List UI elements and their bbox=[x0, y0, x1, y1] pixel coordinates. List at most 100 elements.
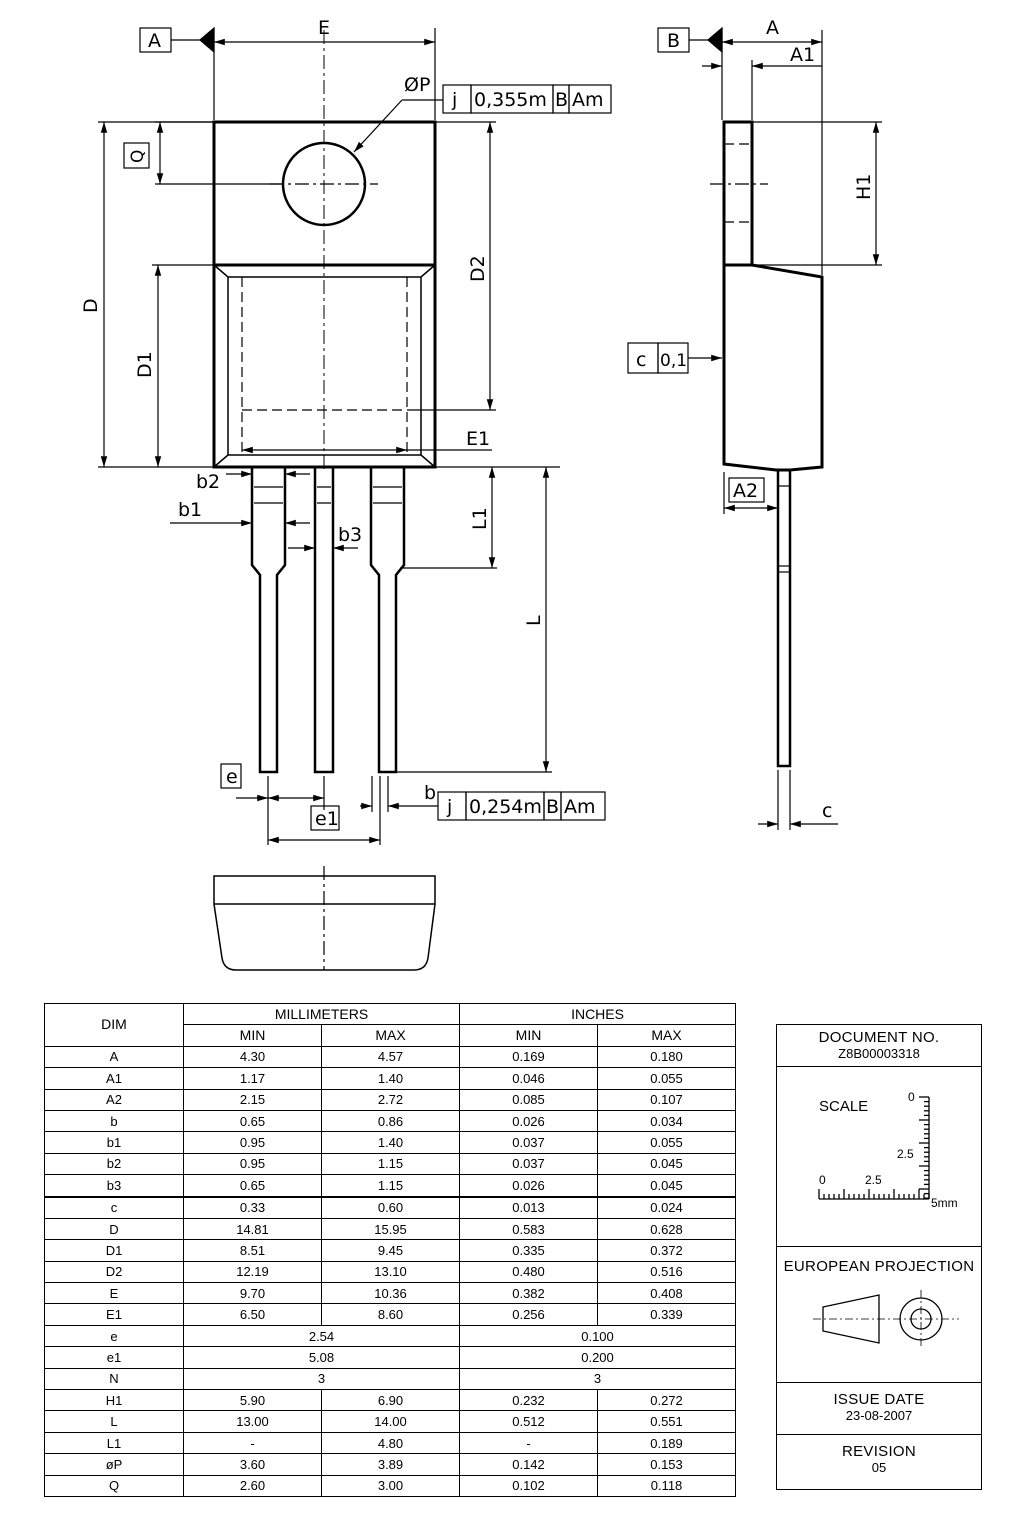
cell-dim-name: Q bbox=[44, 1474, 184, 1497]
dim-e-label: E bbox=[318, 17, 330, 39]
cell-dim-name: D1 bbox=[44, 1239, 184, 1262]
hole-tol-ref2: Am bbox=[572, 89, 604, 111]
cell-in-min: 0.512 bbox=[459, 1410, 599, 1433]
cell-dim-name: b1 bbox=[44, 1131, 184, 1154]
datum-b-text: B bbox=[667, 30, 680, 52]
hole-tol-ref1: B bbox=[555, 89, 568, 111]
cell-mm-max: 4.80 bbox=[320, 1431, 461, 1455]
cell-in-min: 0.335 bbox=[459, 1239, 599, 1262]
cell-in-max: 0.118 bbox=[597, 1474, 737, 1497]
cell-in-max: 0.551 bbox=[597, 1410, 737, 1433]
cell-in-min: 0.013 bbox=[459, 1196, 599, 1219]
cell-mm-min: 5.08 bbox=[182, 1346, 461, 1369]
cell-mm-min: 4.30 bbox=[183, 1045, 322, 1069]
cell-in-min: 0.026 bbox=[459, 1174, 599, 1198]
cell-mm-max: 3.00 bbox=[320, 1474, 461, 1497]
dim-a-label: A bbox=[766, 17, 779, 39]
cell-in-max: 0.339 bbox=[597, 1303, 737, 1326]
label-e1-box bbox=[310, 805, 340, 831]
cell-dim-name: H1 bbox=[44, 1389, 184, 1412]
cell-in-min: 0.100 bbox=[459, 1324, 737, 1348]
header-inches: INCHES bbox=[459, 1002, 737, 1026]
cell-mm-max: 4.57 bbox=[320, 1045, 461, 1069]
cell-in-min: 0.037 bbox=[459, 1131, 599, 1154]
table-row: L1-4.80-0.189 bbox=[44, 1431, 737, 1455]
cell-in-min: 0.037 bbox=[459, 1152, 599, 1176]
cell-in-max: 0.516 bbox=[597, 1260, 737, 1284]
cell-dim-name: L bbox=[44, 1410, 184, 1433]
dim-d1-label: D1 bbox=[134, 351, 156, 378]
cell-mm-max: 10.36 bbox=[320, 1282, 461, 1305]
projection-label: EUROPEAN PROJECTION bbox=[783, 1258, 975, 1275]
cell-mm-min: 9.70 bbox=[183, 1282, 322, 1305]
cell-dim-name: E bbox=[44, 1282, 184, 1305]
label-e-box bbox=[220, 763, 242, 789]
cell-in-max: 0.408 bbox=[597, 1282, 737, 1305]
cell-mm-max: 0.86 bbox=[320, 1109, 461, 1133]
revision-cell: REVISION 05 bbox=[777, 1435, 981, 1489]
cell-in-min: 0.026 bbox=[459, 1109, 599, 1133]
scale-cell: SCALE 0 2.5 0 2.5 5mm bbox=[777, 1067, 981, 1247]
cell-mm-max: 1.40 bbox=[320, 1067, 461, 1090]
scale-label: SCALE bbox=[819, 1098, 868, 1115]
cell-mm-min: 14.81 bbox=[183, 1217, 322, 1241]
header-in-min: MIN bbox=[459, 1024, 599, 1047]
lead-tol-ref1: B bbox=[546, 796, 559, 818]
cell-mm-min: 0.65 bbox=[183, 1109, 322, 1133]
header-millimeters: MILLIMETERS bbox=[182, 1002, 461, 1026]
hole-tol-sym: j bbox=[451, 89, 457, 111]
side-body bbox=[722, 263, 824, 472]
cell-dim-name: E1 bbox=[44, 1303, 184, 1326]
cell-in-max: 0.055 bbox=[597, 1067, 737, 1090]
dim-b3-label: b3 bbox=[338, 524, 362, 546]
cell-dim-name: e1 bbox=[44, 1346, 184, 1369]
cell-mm-min: 3.60 bbox=[183, 1453, 322, 1476]
cell-in-min: 3 bbox=[459, 1367, 737, 1391]
cell-dim-name: D bbox=[44, 1217, 184, 1241]
cell-mm-min: 6.50 bbox=[183, 1303, 322, 1326]
issue-date-value: 23-08-2007 bbox=[845, 1408, 913, 1423]
cell-in-max: 0.272 bbox=[597, 1389, 737, 1412]
cell-dim-name: L1 bbox=[44, 1431, 184, 1455]
cell-dim-name: N bbox=[44, 1367, 184, 1391]
body-outline bbox=[212, 263, 437, 469]
cell-dim-name: A bbox=[44, 1045, 184, 1069]
label-q-box bbox=[123, 142, 150, 169]
cell-mm-max: 1.15 bbox=[320, 1174, 461, 1198]
cell-in-min: 0.102 bbox=[459, 1474, 599, 1497]
cell-mm-min: 8.51 bbox=[183, 1239, 322, 1262]
cell-mm-min: 5.90 bbox=[183, 1389, 322, 1412]
cell-in-min: 0.382 bbox=[459, 1282, 599, 1305]
dim-a1-label: A1 bbox=[790, 44, 815, 66]
dim-e-small-label: e bbox=[226, 766, 238, 788]
side-lead bbox=[776, 470, 792, 768]
cell-mm-max: 6.90 bbox=[320, 1389, 461, 1412]
scale-tick-0-v: 0 bbox=[908, 1090, 915, 1104]
cell-dim-name: b2 bbox=[44, 1152, 184, 1176]
cell-mm-min: 2.60 bbox=[183, 1474, 322, 1497]
cell-dim-name: øP bbox=[44, 1453, 184, 1476]
dim-e1-label: E1 bbox=[466, 428, 490, 450]
cell-in-min: 0.480 bbox=[459, 1260, 599, 1284]
scale-tick-25-h: 2.5 bbox=[865, 1173, 882, 1187]
cell-mm-max: 3.89 bbox=[320, 1453, 461, 1476]
dim-b-label: b bbox=[424, 782, 436, 804]
cell-in-max: 0.045 bbox=[597, 1152, 737, 1176]
header-mm-min: MIN bbox=[183, 1024, 322, 1047]
revision-value: 05 bbox=[871, 1460, 887, 1475]
